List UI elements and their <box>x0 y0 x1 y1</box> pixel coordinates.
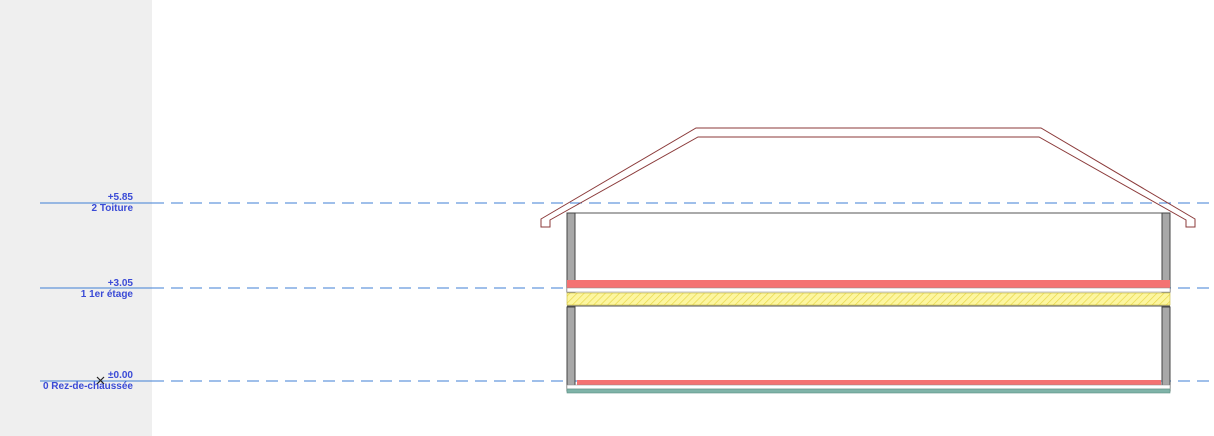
level-name: 1 1er étage <box>80 289 133 300</box>
level-label-1er-etage[interactable]: +3.05 1 1er étage <box>81 278 133 300</box>
level-label-panel <box>0 0 152 436</box>
level-label-toiture[interactable]: +5.85 2 Toiture <box>92 192 133 214</box>
level-elevation: +3.05 <box>107 278 133 289</box>
cross-marker-icon <box>96 376 105 385</box>
first-floor-slab[interactable] <box>566 280 1171 307</box>
roof[interactable] <box>540 127 1196 228</box>
level-name: 0 Rez-de-chaussée <box>42 381 133 392</box>
level-elevation: +5.85 <box>107 192 133 203</box>
level-label-rez-de-chaussee[interactable]: ±0.00 0 Rez-de-chaussée <box>43 370 133 392</box>
level-elevation: ±0.00 <box>108 370 133 381</box>
ground-floor-slab[interactable] <box>566 380 1171 394</box>
level-name: 2 Toiture <box>91 203 133 214</box>
